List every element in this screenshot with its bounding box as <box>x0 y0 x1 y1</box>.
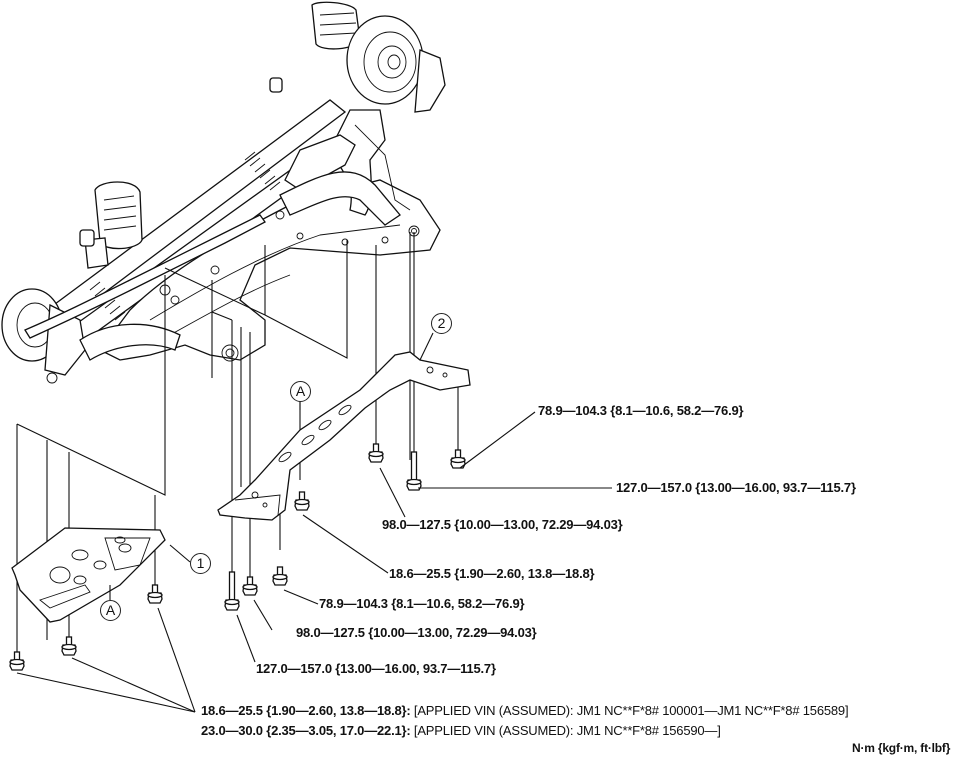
vin-note-early-text: [APPLIED VIN (ASSUMED): JM1 NC**F*8# 100… <box>413 703 849 718</box>
torque-label-brace-mid-bolt: 98.0—127.5 {10.00—13.00, 72.29—94.03} <box>382 517 623 532</box>
vin-note-late: 23.0—30.0 {2.35—3.05, 17.0—22.1}: [APPLI… <box>201 723 721 738</box>
bolt-front-long-icon <box>224 571 240 611</box>
vin-note-late-text: [APPLIED VIN (ASSUMED): JM1 NC**F*8# 156… <box>413 723 721 738</box>
torque-label-brace-rear-bolt: 78.9—104.3 {8.1—10.6, 58.2—76.9} <box>538 403 744 418</box>
torque-label-brace-long-bolt: 127.0—157.0 {13.00—16.00, 93.7—115.7} <box>616 480 856 495</box>
bolt-brace-a-icon <box>294 491 310 511</box>
bolts <box>9 443 466 671</box>
vin-note-early: 18.6—25.5 {1.90—2.60, 13.8—18.8}: [APPLI… <box>201 703 849 718</box>
callout-part-2: 2 <box>431 313 452 334</box>
leader-lines <box>16 332 612 713</box>
under-cover-part-1 <box>11 527 166 623</box>
bolt-under-cover-right-icon <box>147 584 163 604</box>
bolt-brace-long-icon <box>406 451 422 491</box>
bolt-front-mid-icon <box>242 576 258 596</box>
units-label: N·m {kgf·m, ft·lbf} <box>852 741 951 755</box>
bolt-front-short-icon <box>272 566 288 586</box>
torque-label-front-bolt: 78.9—104.3 {8.1—10.6, 58.2—76.9} <box>319 596 525 611</box>
torque-label-brace-a-bolt: 18.6—25.5 {1.90—2.60, 13.8—18.8} <box>389 566 595 581</box>
torque-label-front-mid-bolt: 98.0—127.5 {10.00—13.00, 72.29—94.03} <box>296 625 537 640</box>
callout-a-under-cover: A <box>100 600 121 621</box>
crossmember-brace-part-2 <box>217 351 471 521</box>
vin-note-early-torque: 18.6—25.5 {1.90—2.60, 13.8—18.8}: <box>201 703 411 718</box>
assembly-guide-lines <box>16 232 459 663</box>
vin-note-late-torque: 23.0—30.0 {2.35—3.05, 17.0—22.1}: <box>201 723 411 738</box>
bolt-brace-mid-icon <box>368 443 384 463</box>
front-suspension-assembly <box>1 1 446 384</box>
callout-a-brace: A <box>290 381 311 402</box>
callout-part-1: 1 <box>190 553 211 574</box>
bolt-under-cover-left-icon <box>9 651 25 671</box>
bolt-brace-rear-icon <box>450 449 466 469</box>
bolt-under-cover-mid-icon <box>61 636 77 656</box>
torque-label-front-long-bolt: 127.0—157.0 {13.00—16.00, 93.7—115.7} <box>256 661 496 676</box>
